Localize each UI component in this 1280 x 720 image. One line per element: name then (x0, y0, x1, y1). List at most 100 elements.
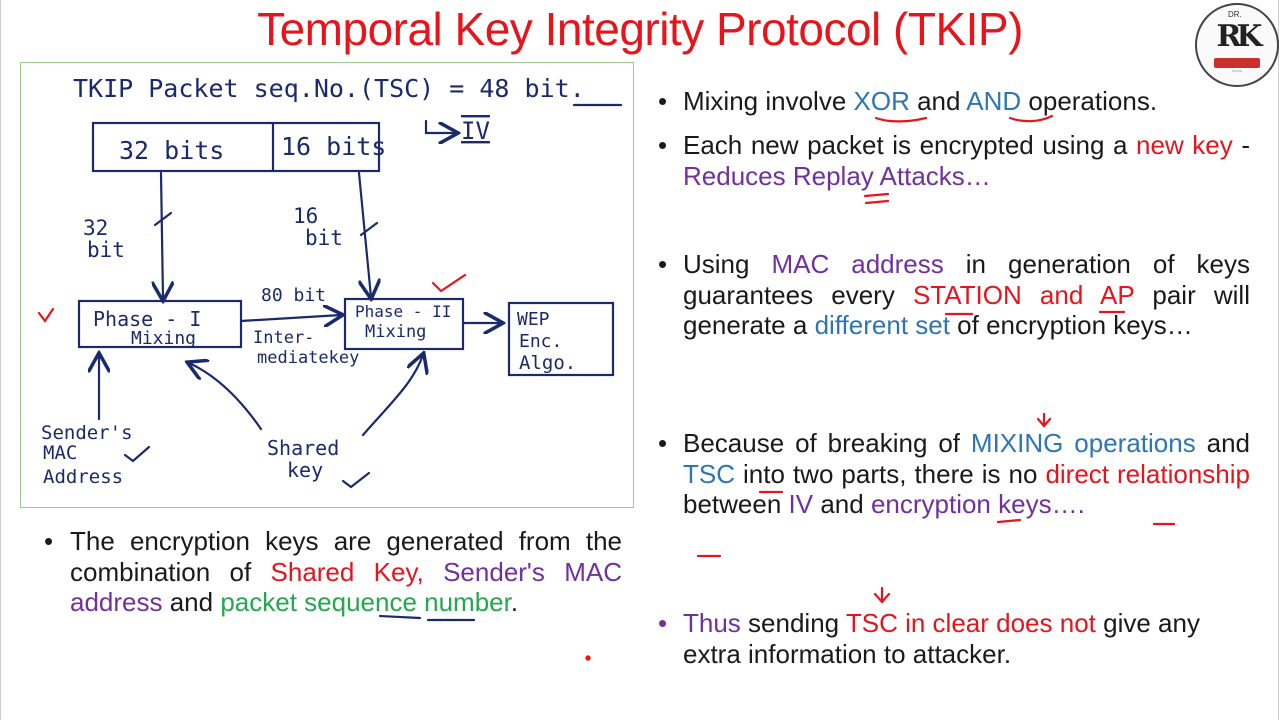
text-run: between (683, 489, 789, 519)
iv-highlight: IV (788, 489, 814, 519)
author-logo: DR. RK ~~~ (1195, 3, 1279, 87)
text-run: Using (683, 249, 772, 279)
text-run: and (162, 587, 221, 617)
different-set-highlight: different set (814, 310, 950, 340)
red-tick-phase2 (431, 273, 467, 293)
tsc-fields-box (91, 121, 381, 173)
bullet-text: Because of breaking of MIXING operations… (683, 428, 1250, 520)
slide-left-edge (0, 0, 1, 720)
iv-label: IV (461, 117, 490, 145)
iv-arrow (424, 119, 456, 133)
wep-line2: Enc. (519, 331, 562, 352)
phase1-title: Phase - I (93, 307, 201, 331)
mixing-ops-highlight: MIXING operations (970, 428, 1196, 458)
replay-highlight: Reduces Replay Attacks… (683, 160, 991, 191)
shared-to-phase2-arrow (361, 355, 423, 437)
wep-box (507, 301, 615, 377)
text-run: . (510, 587, 519, 617)
label-32-bit: bit (87, 238, 125, 262)
and-highlight: AND (966, 86, 1022, 116)
bullet-text: Mixing involve XOR and AND operations. (683, 86, 1250, 117)
wep-line1: WEP (517, 309, 550, 330)
logo-signature: ~~~ (1231, 69, 1243, 75)
text-run: Because of breaking of (683, 428, 971, 458)
mark-replay-2 (864, 199, 890, 205)
thus-highlight: Thus (683, 608, 741, 638)
underline-iv (996, 518, 1022, 524)
bullet-mac-address: • Using MAC address in generation of key… (658, 249, 1250, 341)
xor-highlight: XOR (853, 86, 910, 116)
intermediate-label-1: Inter- (253, 328, 314, 348)
bullet-dot: • (658, 249, 668, 279)
intermediate-label-2: mediatekey (257, 348, 359, 368)
mark-replay-1 (863, 192, 890, 198)
logo-prefix: DR. (1228, 10, 1242, 19)
slash-32 (153, 211, 173, 227)
arrow-tsc-clear (873, 586, 891, 604)
text-run: Mixing involve (683, 86, 854, 116)
mac-line1: Sender's (41, 422, 133, 444)
bullet-mixing-operations: • Because of breaking of MIXING operatio… (658, 428, 1250, 520)
text-run: and (813, 489, 871, 519)
intermediate-key-arrow (239, 315, 341, 321)
phase2-title: Phase - II (355, 302, 451, 321)
bullet-text: Using MAC address in generation of keys … (683, 249, 1250, 341)
intermediate-bits: 80 bit (261, 285, 326, 306)
encryption-keys-highlight: encryption keys…. (870, 489, 1085, 519)
phase1-box (77, 299, 243, 349)
shared-line1: Shared (267, 436, 339, 460)
bullet-dot: • (658, 608, 668, 638)
text-run: in generation of keys guarantees every (683, 249, 1251, 310)
bullet-mixing: • Mixing involve XOR and AND operations. (658, 86, 1250, 117)
bullet-text: Thus sending TSC in clear does not give … (683, 608, 1250, 669)
field-16-bits: 16 bits (281, 132, 386, 161)
bullet-dot: • (658, 428, 668, 458)
phase2-mixing: Mixing (365, 322, 426, 342)
text-run: pair will generate a (683, 279, 1250, 341)
bullet-new-key: • Each new packet is encrypted using a n… (658, 130, 1250, 191)
text-run: give any extra information to attacker. (683, 608, 1200, 669)
wep-line3: Algo. (519, 352, 576, 374)
text-run: - (1232, 130, 1250, 160)
phase1-mixing: Mixing (131, 328, 196, 349)
text-run: into two parts, there is no (735, 458, 1046, 489)
shared-to-phase1-arrow (189, 363, 263, 431)
new-key-highlight: new key (1136, 130, 1233, 160)
bullet-text: Each new packet is encrypted using a new… (683, 130, 1250, 191)
bullet-dot: • (658, 86, 668, 116)
senders-mac-highlight: Sender's MAC address (70, 556, 622, 618)
diagram-canvas: TKIP Packet seq.No.(TSC) = 48 bit. IV 32… (37, 74, 623, 489)
packet-seq-highlight: packet sequence number (220, 587, 511, 617)
slide-right-edge (1278, 0, 1279, 720)
tkip-diagram: TKIP Packet seq.No.(TSC) = 48 bit. IV 32… (20, 62, 634, 508)
text-run: operations. (1021, 86, 1158, 116)
tsc-highlight: TSC (683, 458, 735, 489)
left-bullet-text: The encryption keys are generated from t… (70, 526, 622, 618)
label-16-bit: bit (305, 226, 343, 250)
mac-tick (123, 445, 151, 463)
label-32: 32 (83, 216, 108, 240)
diagram-heading: TKIP Packet seq.No.(TSC) = 48 bit. (73, 74, 585, 103)
bullet-dot: • (44, 526, 54, 556)
text-run: sending (740, 608, 846, 638)
label-16: 16 (293, 204, 318, 228)
bullet-dot: • (658, 130, 668, 160)
logo-monogram: RK (1216, 19, 1262, 54)
pen-dot (585, 655, 591, 661)
text-run: and (1195, 428, 1250, 458)
mac-line2: MAC (43, 442, 77, 464)
direct-relationship-highlight: direct relationship (1045, 458, 1250, 489)
shared-key-highlight: Shared Key, (270, 556, 424, 587)
arrow-16-bit (357, 171, 371, 297)
text-run: and (909, 86, 967, 116)
mac-line3: Address (43, 466, 123, 488)
text-run: Each new packet is encrypted using a (683, 130, 1137, 160)
underline-xor (874, 116, 928, 123)
red-tick-phase1 (37, 307, 55, 323)
shared-line2: key (287, 458, 323, 482)
mac-highlight: MAC address (771, 249, 944, 279)
key-tick (341, 471, 371, 489)
underline-and (1008, 114, 1054, 123)
slide-title: Temporal Key Integrity Protocol (TKIP) (257, 3, 1023, 55)
